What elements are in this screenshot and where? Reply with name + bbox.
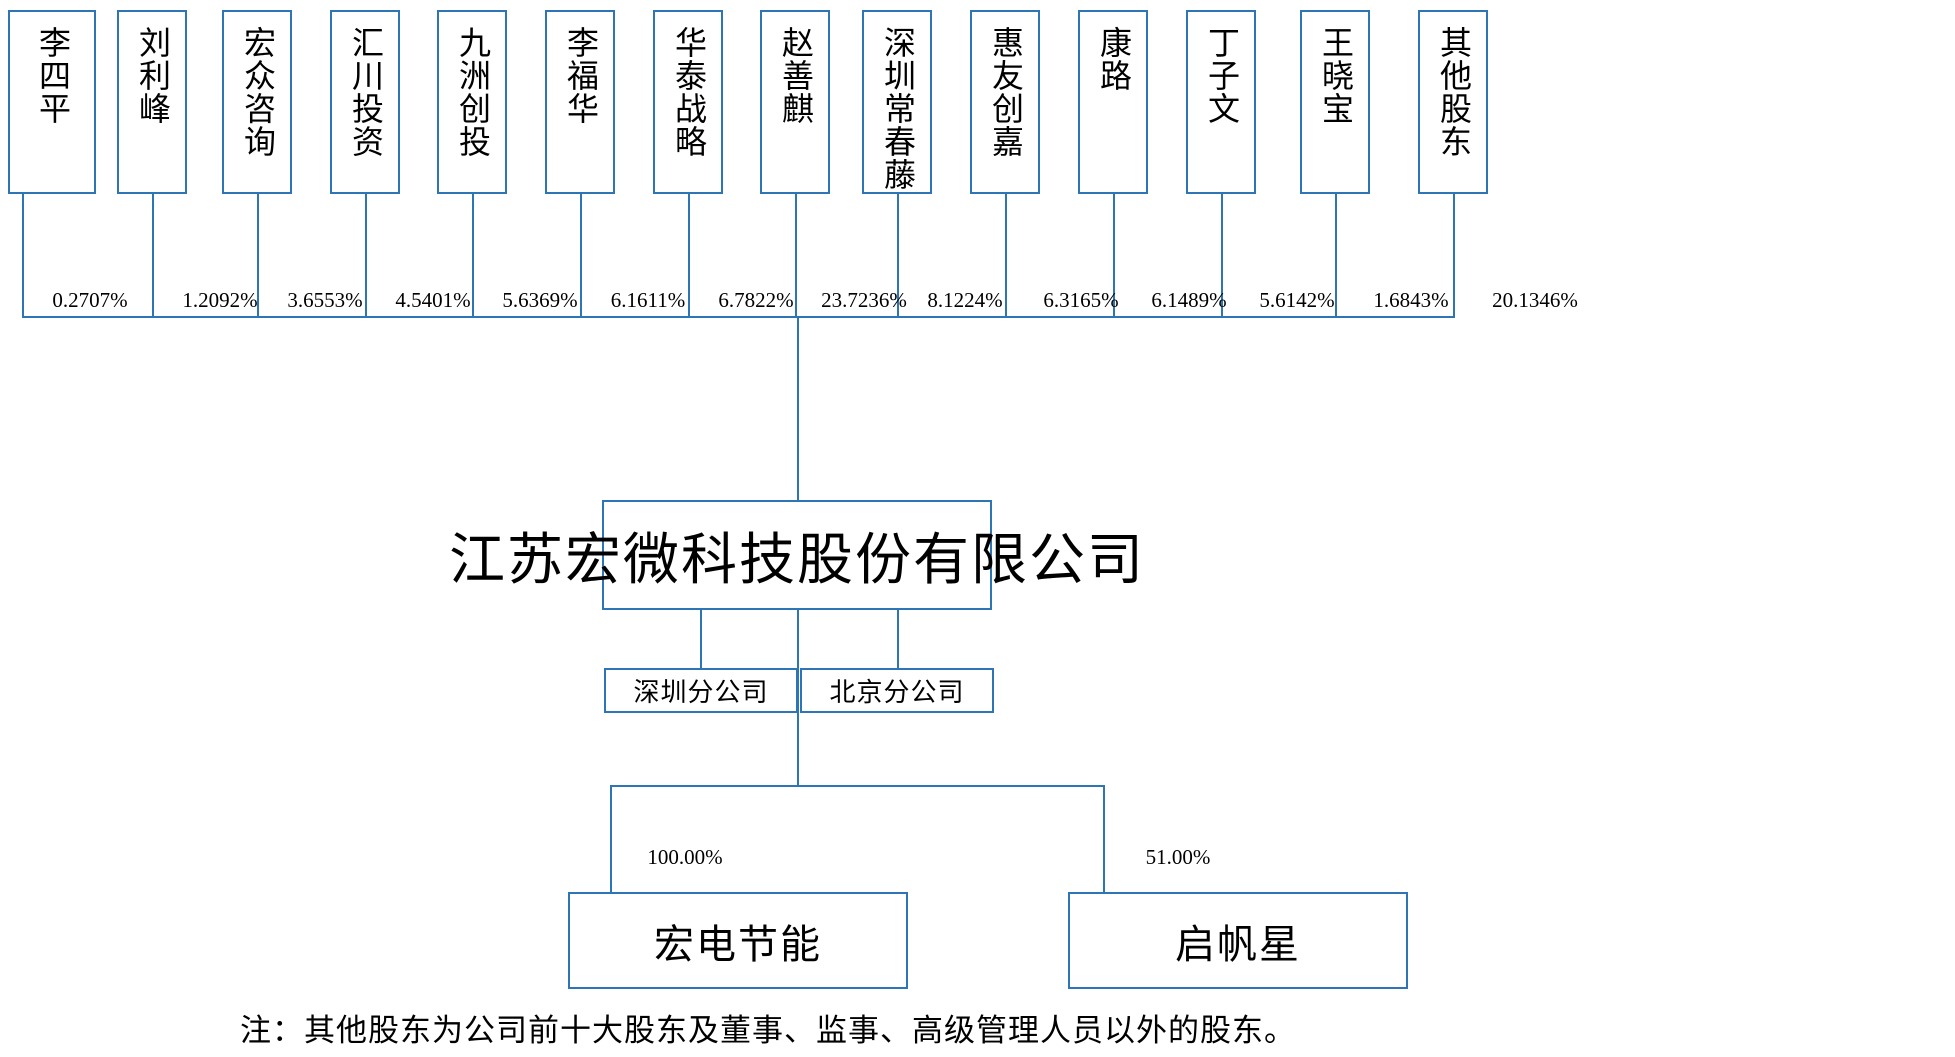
shareholder-box-1[interactable]: 李四平 xyxy=(8,10,96,194)
connector-shareholder-2 xyxy=(152,194,154,316)
shareholder-box-6[interactable]: 李福华 xyxy=(545,10,615,194)
shareholder-box-4[interactable]: 汇川投资 xyxy=(330,10,400,194)
shareholder-box-2[interactable]: 刘利峰 xyxy=(117,10,187,194)
connector-shareholder-3 xyxy=(257,194,259,316)
subsidiary-percent-1: 100.00% xyxy=(647,845,723,869)
subsidiary-label: 启帆星 xyxy=(1175,921,1301,967)
connector-company-to-beijing-branch xyxy=(897,610,899,668)
shareholder-name: 九洲创投 xyxy=(454,26,491,158)
shareholder-name: 深圳常春藤 xyxy=(879,26,916,191)
shareholding-percent-2: 1.2092% xyxy=(182,288,258,312)
shareholder-bus-line xyxy=(22,316,1455,318)
connector-shareholder-14 xyxy=(1453,194,1455,316)
shareholder-box-9[interactable]: 深圳常春藤 xyxy=(862,10,932,194)
shareholder-name: 赵善麒 xyxy=(777,26,814,125)
shareholder-box-11[interactable]: 康路 xyxy=(1078,10,1148,194)
connector-shareholder-1 xyxy=(22,194,24,316)
connector-shareholder-11 xyxy=(1113,194,1115,316)
shareholder-name: 康路 xyxy=(1095,26,1132,92)
shareholding-percent-11: 6.1489% xyxy=(1151,288,1227,312)
shareholding-percent-5: 5.6369% xyxy=(502,288,578,312)
footnote-text: 注：其他股东为公司前十大股东及董事、监事、高级管理人员以外的股东。 xyxy=(240,1013,1296,1048)
branch-label: 北京分公司 xyxy=(829,678,965,707)
shareholder-name: 丁子文 xyxy=(1203,26,1240,125)
shareholding-percent-10: 6.3165% xyxy=(1043,288,1119,312)
subsidiary-box-qifanxing[interactable]: 启帆星 xyxy=(1068,892,1408,989)
branch-box-shenzhen[interactable]: 深圳分公司 xyxy=(604,668,798,713)
shareholding-percent-9: 8.1224% xyxy=(927,288,1003,312)
main-company-box[interactable]: 江苏宏微科技股份有限公司 xyxy=(449,500,1143,610)
shareholder-box-8[interactable]: 赵善麒 xyxy=(760,10,830,194)
connector-shareholder-8 xyxy=(795,194,797,316)
shareholder-name: 刘利峰 xyxy=(134,26,171,125)
shareholder-name: 惠友创嘉 xyxy=(987,26,1024,158)
connector-shareholder-13 xyxy=(1335,194,1337,316)
shareholding-percent-3: 3.6553% xyxy=(287,288,363,312)
shareholding-percent-12: 5.6142% xyxy=(1259,288,1335,312)
connector-shareholder-9 xyxy=(897,194,899,316)
shareholder-box-5[interactable]: 九洲创投 xyxy=(437,10,507,194)
subsidiary-box-hongdian[interactable]: 宏电节能 xyxy=(568,892,908,989)
shareholding-percent-13: 1.6843% xyxy=(1373,288,1449,312)
shareholding-percent-1: 0.2707% xyxy=(52,288,128,312)
shareholder-name: 华泰战略 xyxy=(670,26,707,158)
branch-box-beijing[interactable]: 北京分公司 xyxy=(800,668,994,713)
shareholder-box-7[interactable]: 华泰战略 xyxy=(653,10,723,194)
connector-shareholder-6 xyxy=(580,194,582,316)
subsidiary-label: 宏电节能 xyxy=(654,921,822,967)
shareholder-name: 王晓宝 xyxy=(1317,26,1354,125)
connector-shareholder-4 xyxy=(365,194,367,316)
shareholder-box-10[interactable]: 惠友创嘉 xyxy=(970,10,1040,194)
connector-bus-to-subsidiary-1 xyxy=(610,785,612,910)
main-company-label: 江苏宏微科技股份有限公司 xyxy=(449,529,1145,592)
shareholder-box-3[interactable]: 宏众咨询 xyxy=(222,10,292,194)
shareholding-percent-8: 23.7236% xyxy=(821,288,907,312)
connector-shareholder-10 xyxy=(1005,194,1007,316)
connector-bus-to-company xyxy=(797,316,799,500)
shareholder-name: 李四平 xyxy=(34,26,71,125)
shareholder-name: 李福华 xyxy=(562,26,599,125)
connector-shareholder-12 xyxy=(1221,194,1223,316)
branch-label: 深圳分公司 xyxy=(633,678,769,707)
shareholder-box-14[interactable]: 其他股东 xyxy=(1418,10,1488,194)
shareholder-name: 宏众咨询 xyxy=(239,26,276,158)
shareholder-name: 其他股东 xyxy=(1435,26,1472,158)
shareholding-percent-7: 6.7822% xyxy=(718,288,794,312)
connector-company-to-subsidiary-bus xyxy=(797,610,799,785)
shareholding-percent-4: 4.5401% xyxy=(395,288,471,312)
connector-shareholder-7 xyxy=(688,194,690,316)
shareholder-box-13[interactable]: 王晓宝 xyxy=(1300,10,1370,194)
connector-shareholder-5 xyxy=(472,194,474,316)
subsidiary-percent-2: 51.00% xyxy=(1145,845,1211,869)
connector-company-to-shenzhen-branch xyxy=(700,610,702,668)
shareholding-percent-6: 6.1611% xyxy=(610,288,686,312)
shareholder-box-12[interactable]: 丁子文 xyxy=(1186,10,1256,194)
connector-bus-to-subsidiary-2 xyxy=(1103,785,1105,910)
subsidiary-bus-line xyxy=(610,785,1105,787)
shareholder-name: 汇川投资 xyxy=(347,26,384,158)
shareholding-percent-14: 20.1346% xyxy=(1492,288,1578,312)
